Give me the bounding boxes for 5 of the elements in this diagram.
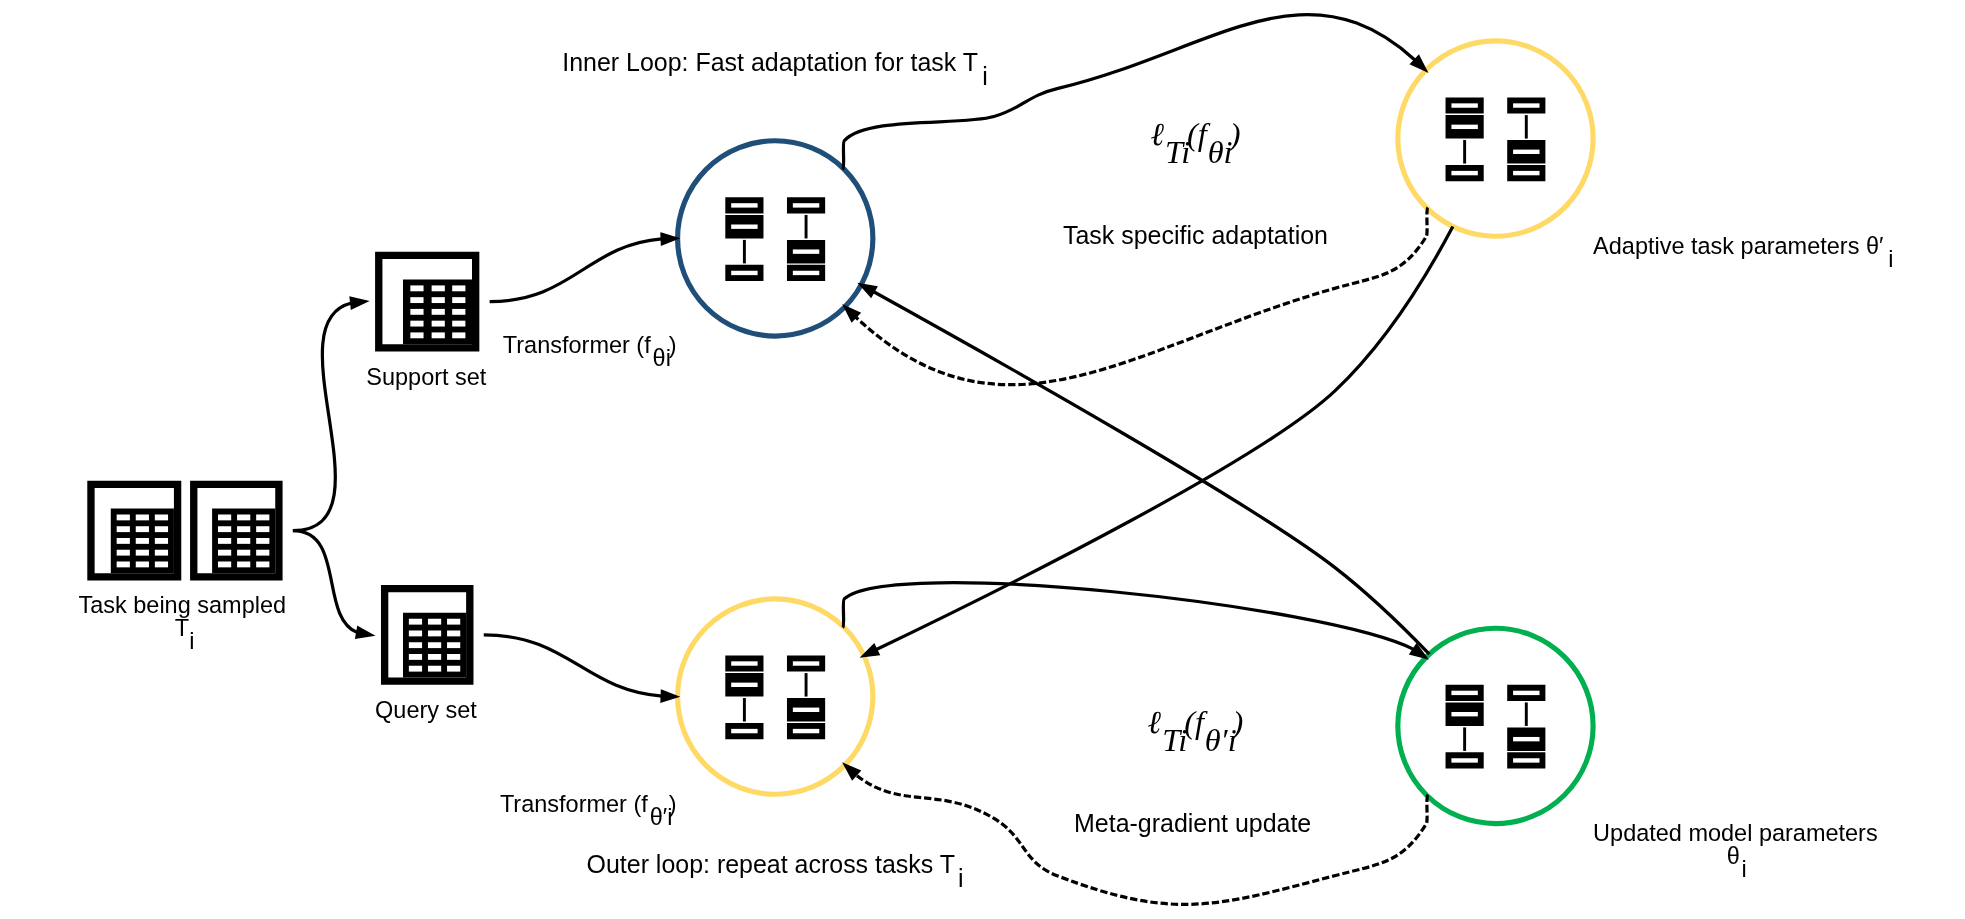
label: Meta-gradient update: [1073, 808, 1311, 837]
node-label: Updated model parameters: [1592, 819, 1878, 846]
node-label: Query set: [374, 697, 477, 724]
label: Task specific adaptation: [1062, 221, 1328, 250]
node-label: Support set: [365, 363, 486, 390]
